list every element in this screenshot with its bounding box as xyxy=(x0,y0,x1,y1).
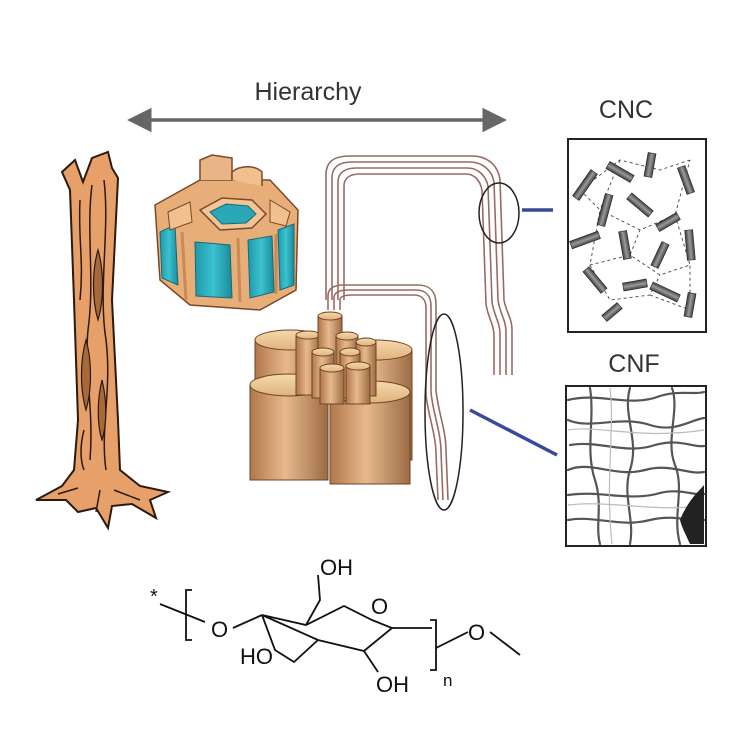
fibril-strands xyxy=(325,155,513,501)
nanofiber-icon xyxy=(565,385,707,547)
cnf-callout-ellipse xyxy=(424,313,464,511)
left-oxygen-label: O xyxy=(211,617,228,642)
cnf-connector xyxy=(469,408,558,457)
oh-top-label: OH xyxy=(320,555,353,580)
hierarchy-label: Hierarchy xyxy=(255,78,362,106)
oh-bottom-label: OH xyxy=(376,672,409,697)
wood-cell-icon xyxy=(154,154,299,311)
asterisk: * xyxy=(150,586,158,608)
cellulose-structure xyxy=(159,574,521,673)
ho-left-label: HO xyxy=(240,644,273,669)
nanocrystal-icon xyxy=(567,138,707,333)
cnc-callout-ellipse xyxy=(478,182,520,244)
ring-oxygen-label: O xyxy=(371,594,388,619)
microfibril-bundle-icon xyxy=(249,311,413,485)
tree-icon xyxy=(35,150,172,531)
right-oxygen-label: O xyxy=(468,620,485,645)
cnc-label: CNC xyxy=(599,96,653,124)
subscript-n: n xyxy=(443,671,452,690)
cnf-label: CNF xyxy=(608,350,659,378)
